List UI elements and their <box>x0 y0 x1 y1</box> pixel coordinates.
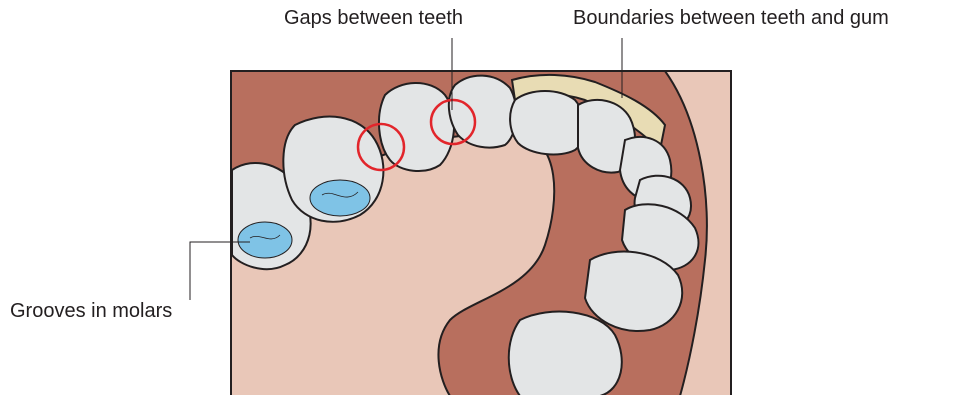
gaps-between-teeth-label: Gaps between teeth <box>284 7 463 30</box>
mouth-illustration <box>231 71 731 395</box>
teeth-gum-boundaries-label: Boundaries between teeth and gum <box>573 7 889 30</box>
molar-right <box>509 312 622 395</box>
groove-molar-2 <box>310 180 370 216</box>
incisor-1 <box>510 91 585 154</box>
groove-molar-1 <box>238 222 292 258</box>
molar-grooves-label: Grooves in molars <box>10 300 172 323</box>
canine <box>449 76 516 148</box>
premolar-right-2 <box>585 252 682 331</box>
